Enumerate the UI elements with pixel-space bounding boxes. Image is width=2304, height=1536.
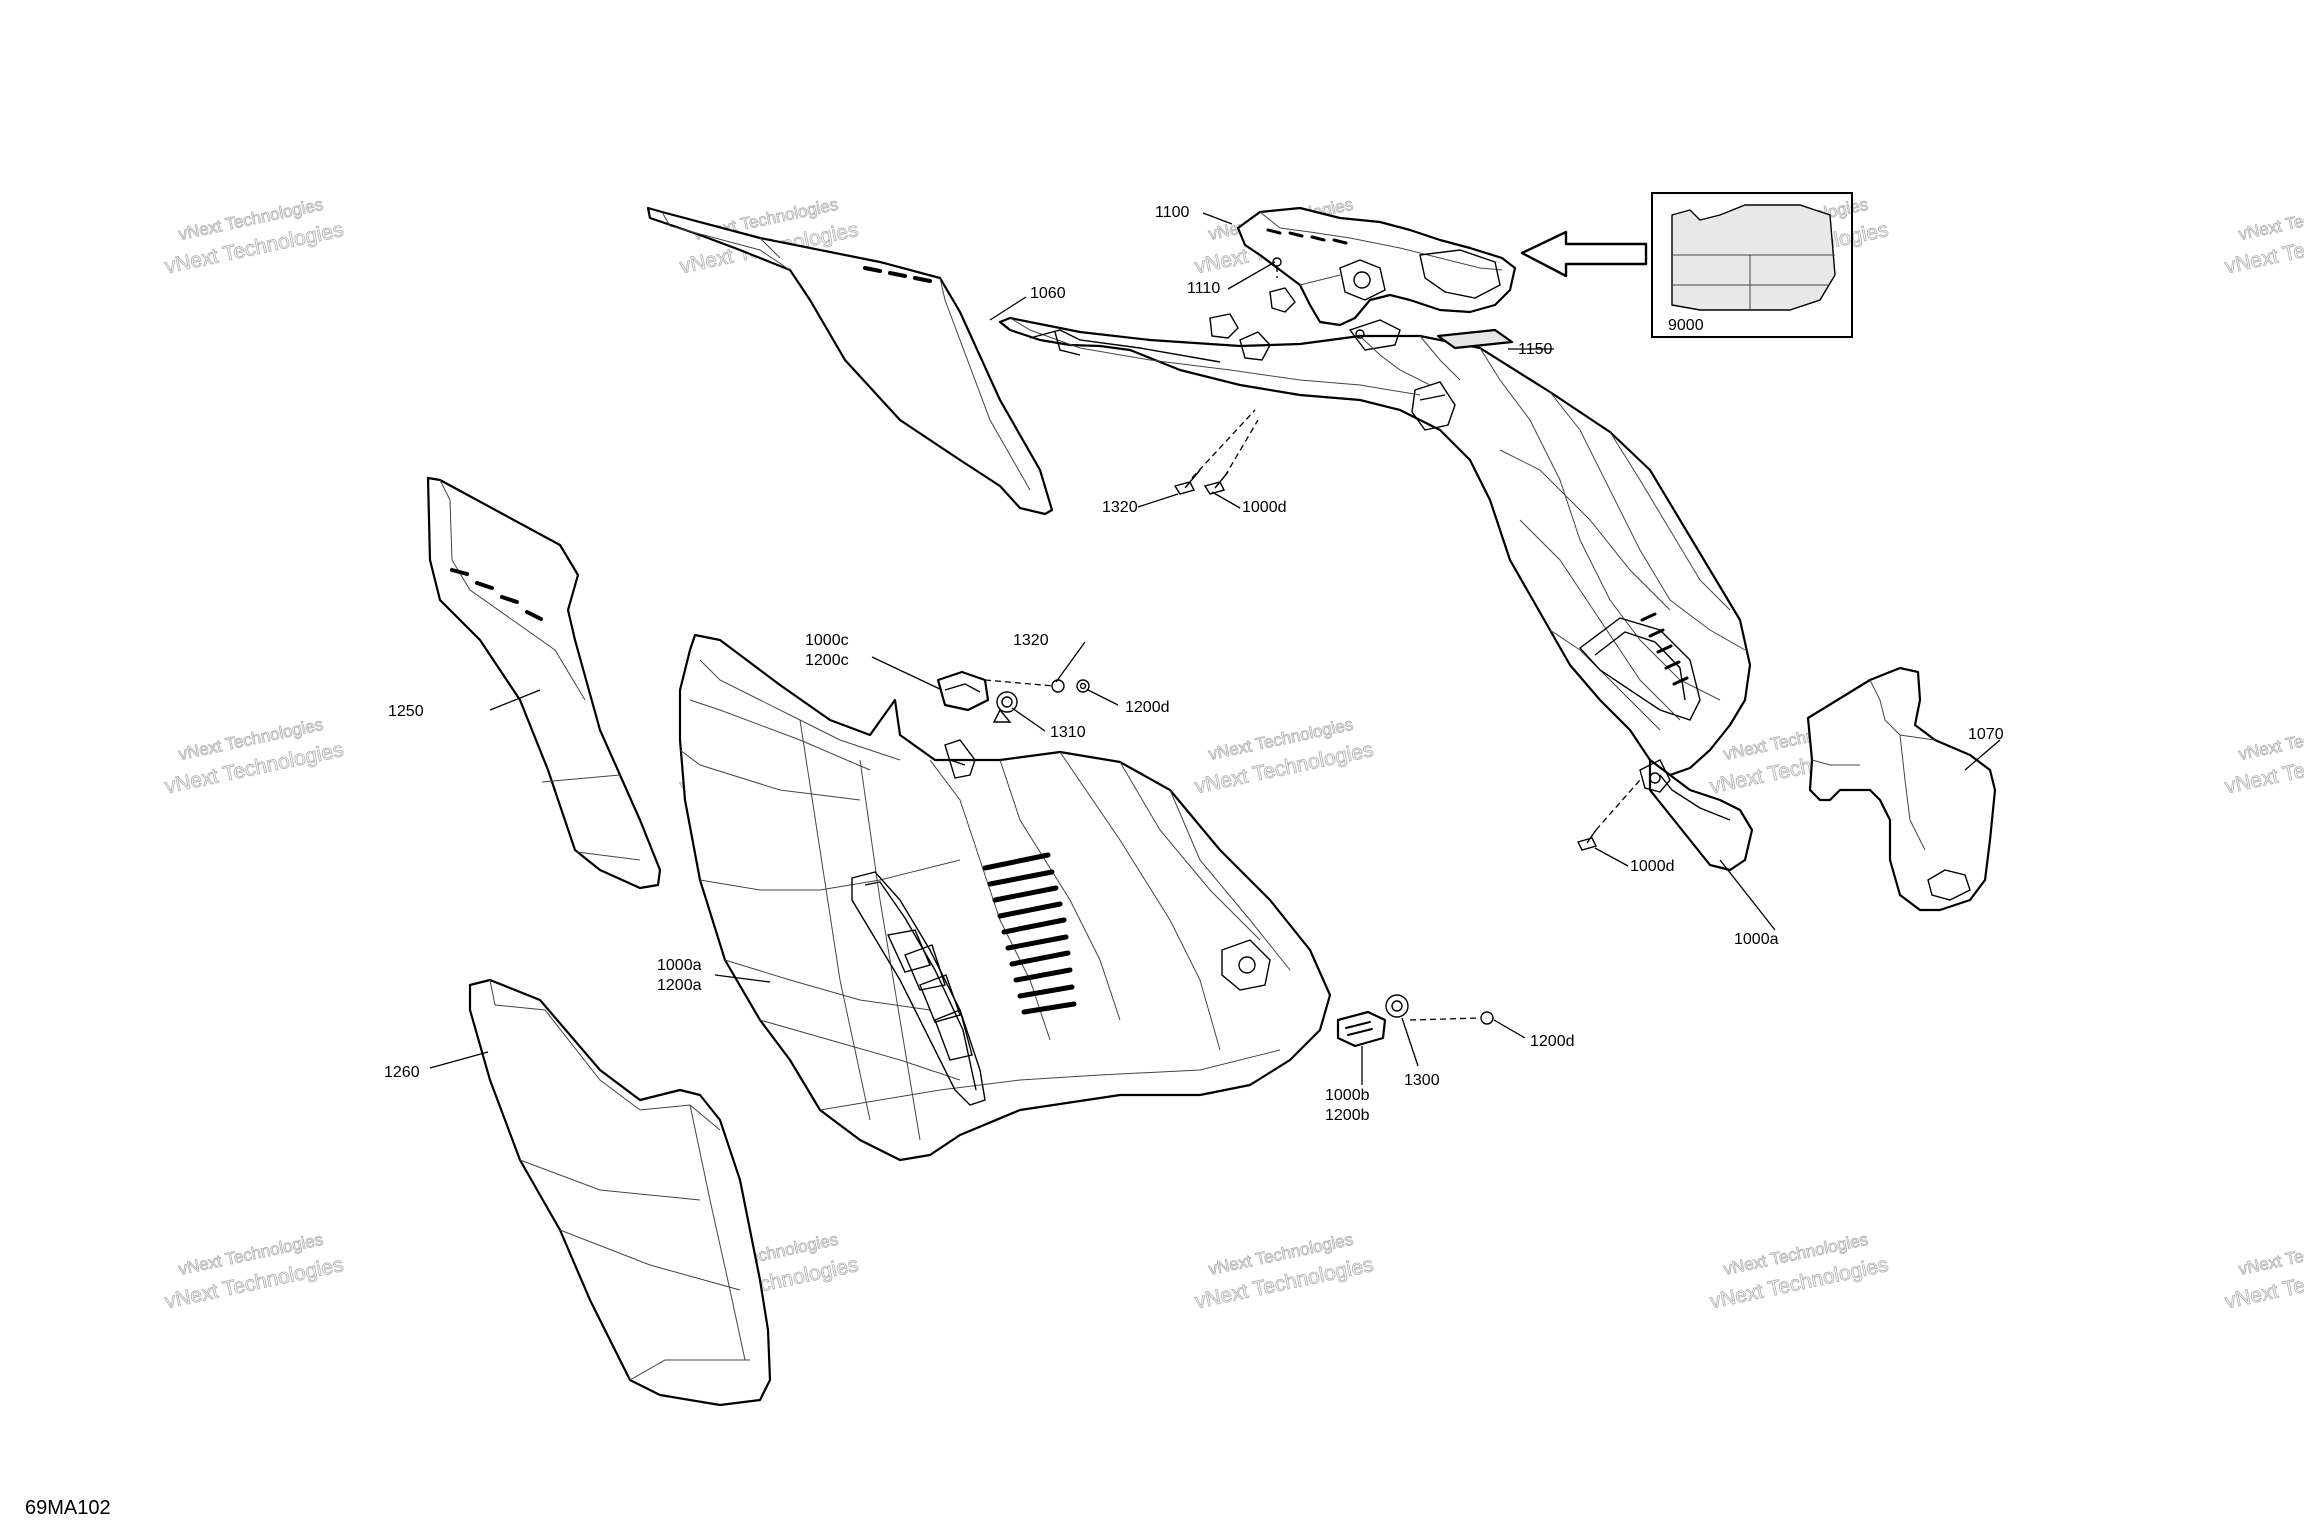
part-1260-panel [468,978,772,1407]
part-1100-light [1236,206,1517,327]
callout-1310: 1310 [1050,724,1086,741]
clip-1000b [1336,1010,1387,1048]
callout-1320-top: 1320 [1102,499,1138,516]
clip-1000c [936,670,990,712]
part-1070-panel [1806,666,1997,912]
callout-1110: 1110 [1187,280,1220,297]
callout-1200c: 1200c [805,652,849,669]
part-1000a-side-panel [678,633,1332,1162]
callout-1150: 1150 [1518,341,1553,358]
part-1110-screw [1272,257,1365,339]
callout-1200b: 1200b [1325,1107,1370,1124]
figure-id: 69MA102 [25,1497,111,1519]
callout-1070: 1070 [1968,726,2004,743]
part-1000a-rear-fender [998,287,1754,872]
callout-1060: 1060 [1030,285,1066,302]
callout-1000a-left: 1000a [657,957,702,974]
callout-1320-mid: 1320 [1013,632,1049,649]
fastener-1320-top [1173,409,1259,495]
callout-1000c: 1000c [805,632,849,649]
part-1250-panel [426,476,662,890]
callout-1300: 1300 [1404,1072,1440,1089]
watermark-text: vNext Technologies [2237,1230,2304,1279]
part-1060-panel [646,206,1054,516]
arrow-icon [1520,230,1648,278]
callout-1200d-mid: 1200d [1125,699,1170,716]
leader-lines [429,212,2001,1085]
callout-1200a: 1200a [657,977,702,994]
watermark-text: vNext Technologies [2237,715,2304,764]
callout-1000d-top: 1000d [1242,499,1287,516]
callout-1100: 1100 [1155,204,1190,221]
fastener-1000d-right [1576,779,1641,851]
fastener-1310-mid [992,691,1018,723]
callout-1000b: 1000b [1325,1087,1370,1104]
inset-label: 9000 [1668,317,1704,334]
inset-box: 9000 [1651,192,1853,338]
callout-1000d-right: 1000d [1630,858,1675,875]
callout-1200d-low: 1200d [1530,1033,1575,1050]
part-1150-plate [1436,328,1514,350]
callout-1260: 1260 [384,1064,420,1081]
callout-1000a-right: 1000a [1734,931,1779,948]
callout-1250: 1250 [388,703,424,720]
fastener-1200d-mid [984,679,1090,693]
callout-labels: 1100 1110 1060 1150 1320 1000d 1250 1000… [384,204,2004,1124]
watermark-text: vNext Technologies [2237,195,2304,244]
fastener-1300-low [1385,994,1494,1025]
